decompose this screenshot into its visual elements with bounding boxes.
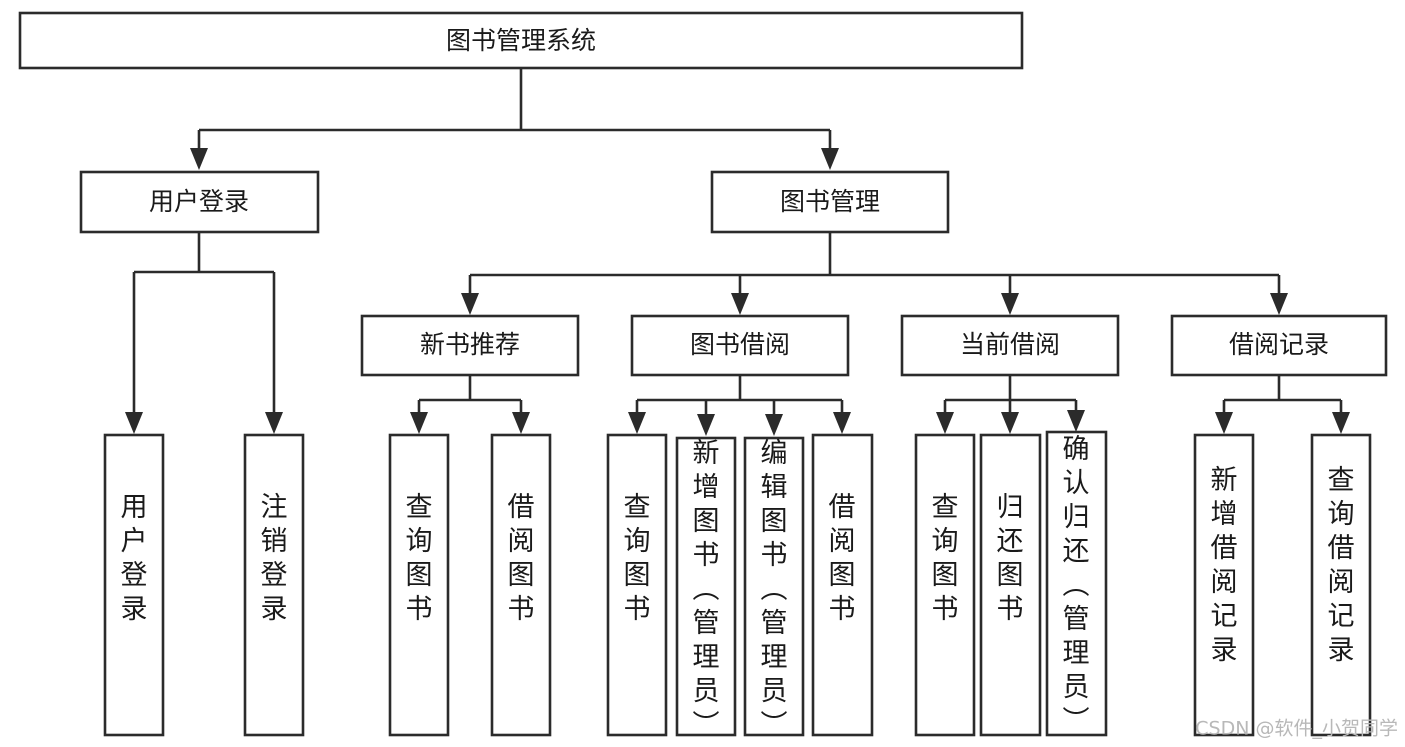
leaf-label-user-login-2: 注销登录 xyxy=(261,492,288,625)
connector-group-book-manage xyxy=(461,232,1288,315)
leaf-node[interactable]: 用户登录 xyxy=(103,433,165,737)
node-root-label: 图书管理系统 xyxy=(446,26,596,55)
node-borrow-record-box[interactable] xyxy=(1170,314,1388,377)
node-book-manage-box[interactable] xyxy=(710,170,950,234)
leaf-node[interactable]: 新增图书︵管理员︶ xyxy=(675,436,737,741)
node-user-login-box[interactable] xyxy=(79,170,320,234)
leaf-label-nbr-2: 借阅图书 xyxy=(508,492,535,625)
arrow-icon-nbr-leaf-1 xyxy=(410,412,428,434)
node-book-borrow[interactable]: 图书借阅 xyxy=(630,314,850,377)
leaf-node[interactable]: 查询图书 xyxy=(914,433,976,737)
leaf-box-br-2[interactable] xyxy=(1310,433,1372,737)
node-borrow-record-label: 借阅记录 xyxy=(1229,330,1329,359)
leaf-box-cb-1[interactable] xyxy=(914,433,976,737)
connector-group-current-borrow xyxy=(936,375,1085,434)
node-new-book-rec[interactable]: 新书推荐 xyxy=(360,314,580,377)
leaf-box-bb-2[interactable] xyxy=(675,436,737,737)
node-current-borrow-box[interactable] xyxy=(900,314,1120,377)
arrow-icon-bb-leaf-1 xyxy=(628,412,646,434)
node-book-borrow-box[interactable] xyxy=(630,314,850,377)
node-book-manage[interactable]: 图书管理 xyxy=(710,170,950,234)
arrow-icon-br-leaf-2 xyxy=(1332,412,1350,434)
connector-group-new-book-rec xyxy=(410,375,530,434)
leaf-node[interactable]: 注销登录 xyxy=(243,433,305,737)
leaf-label-user-login-1: 用户登录 xyxy=(121,492,148,625)
arrow-icon-root-to-book-manage xyxy=(821,148,839,170)
node-user-login[interactable]: 用户登录 xyxy=(79,170,320,234)
node-borrow-record[interactable]: 借阅记录 xyxy=(1170,314,1388,377)
connector-group-borrow-record xyxy=(1215,375,1350,434)
arrow-icon-to-borrow-record xyxy=(1270,293,1288,315)
connector-group-book-borrow xyxy=(628,375,851,436)
arrow-icon-user-login-leaf-1 xyxy=(125,412,143,434)
leaf-box-user-login-2[interactable] xyxy=(243,433,305,737)
leaf-label-cb-1: 查询图书 xyxy=(932,492,959,625)
arrow-icon-cb-leaf-3 xyxy=(1067,410,1085,432)
leaf-node[interactable]: 编辑图书︵管理员︶ xyxy=(743,436,805,741)
node-current-borrow[interactable]: 当前借阅 xyxy=(900,314,1120,377)
arrow-icon-br-leaf-1 xyxy=(1215,412,1233,434)
leaf-label-bb-2: 新增图书︵管理员︶ xyxy=(693,438,720,741)
arrow-icon-to-book-borrow xyxy=(731,293,749,315)
leaf-box-bb-1[interactable] xyxy=(606,433,668,737)
arrow-icon-user-login-leaf-2 xyxy=(265,412,283,434)
leaf-box-cb-2[interactable] xyxy=(979,433,1042,737)
node-new-book-rec-label: 新书推荐 xyxy=(420,330,520,359)
leaf-box-nbr-2[interactable] xyxy=(490,433,552,737)
node-root-box[interactable] xyxy=(18,11,1024,70)
node-book-borrow-label: 图书借阅 xyxy=(690,330,790,359)
leaf-label-cb-2: 归还图书 xyxy=(997,492,1024,625)
arrow-icon-bb-leaf-3 xyxy=(765,414,783,436)
arrow-icon-cb-leaf-1 xyxy=(936,412,954,434)
leaf-node[interactable]: 查询图书 xyxy=(388,433,450,737)
arrow-icon-to-current-borrow xyxy=(1001,293,1019,315)
leaf-box-br-1[interactable] xyxy=(1193,433,1255,737)
connector-group-root xyxy=(190,68,839,170)
watermark-label: CSDN @软件_小贺同学 xyxy=(1195,718,1398,740)
leaf-node[interactable]: 确认归还︵管理员︶ xyxy=(1045,430,1108,737)
leaf-label-bb-1: 查询图书 xyxy=(624,492,651,625)
leaf-label-nbr-1: 查询图书 xyxy=(406,492,433,625)
arrow-icon-to-new-book-rec xyxy=(461,293,479,315)
leaf-node[interactable]: 新增借阅记录 xyxy=(1193,433,1255,737)
leaf-box-user-login-1[interactable] xyxy=(103,433,165,737)
leaf-box-bb-3[interactable] xyxy=(743,436,805,737)
node-user-login-label: 用户登录 xyxy=(149,187,249,216)
leaf-box-bb-4[interactable] xyxy=(811,433,874,737)
leaf-box-nbr-1[interactable] xyxy=(388,433,450,737)
node-root[interactable]: 图书管理系统 xyxy=(18,11,1024,70)
leaf-box-cb-3[interactable] xyxy=(1045,430,1108,737)
arrow-icon-bb-leaf-4 xyxy=(833,412,851,434)
leaf-label-bb-3: 编辑图书︵管理员︶ xyxy=(761,438,788,741)
node-book-manage-label: 图书管理 xyxy=(780,187,880,216)
leaf-node[interactable]: 查询借阅记录 xyxy=(1310,433,1372,737)
node-current-borrow-label: 当前借阅 xyxy=(960,330,1060,359)
leaf-label-br-2: 查询借阅记录 xyxy=(1328,465,1355,666)
leaf-node[interactable]: 归还图书 xyxy=(979,433,1042,737)
connector-group-user-login xyxy=(125,232,283,434)
leaf-label-br-1: 新增借阅记录 xyxy=(1211,465,1238,666)
arrow-icon-root-to-user-login xyxy=(190,148,208,170)
leaf-node[interactable]: 借阅图书 xyxy=(811,433,874,737)
arrow-icon-cb-leaf-2 xyxy=(1001,412,1019,434)
arrow-icon-nbr-leaf-2 xyxy=(512,412,530,434)
leaf-node[interactable]: 查询图书 xyxy=(606,433,668,737)
leaf-node[interactable]: 借阅图书 xyxy=(490,433,552,737)
arrow-icon-bb-leaf-2 xyxy=(697,414,715,436)
node-new-book-rec-box[interactable] xyxy=(360,314,580,377)
leaf-label-cb-3: 确认归还︵管理员︶ xyxy=(1063,434,1090,737)
leaf-label-bb-4: 借阅图书 xyxy=(829,492,856,625)
